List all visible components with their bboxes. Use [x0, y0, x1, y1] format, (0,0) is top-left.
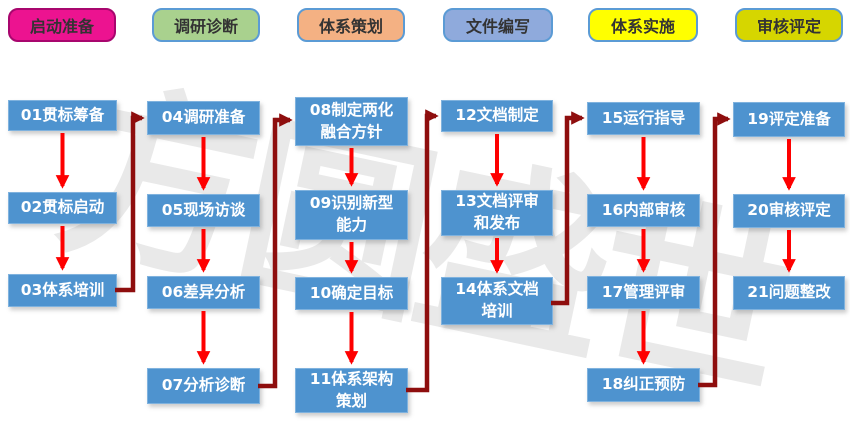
stage-header-planning: 体系策划	[297, 8, 405, 42]
stage-header-assessment: 审核评定	[735, 8, 843, 42]
step-box-12: 12文档制定	[441, 100, 553, 132]
stage-header-startup: 启动准备	[8, 8, 116, 42]
step-box-01: 01贯标筹备	[8, 100, 117, 131]
step-box-08: 08制定两化 融合方针	[295, 97, 408, 146]
step-box-11: 11体系架构 策划	[295, 368, 408, 413]
step-box-14: 14体系文档 培训	[441, 277, 553, 325]
step-box-18: 18纠正预防	[587, 368, 700, 402]
stage-header-documentation: 文件编写	[443, 8, 553, 42]
step-box-06: 06差异分析	[147, 276, 260, 309]
step-box-21: 21问题整改	[733, 276, 845, 310]
step-box-19: 19评定准备	[733, 102, 845, 137]
stage-header-implementation: 体系实施	[588, 8, 698, 42]
step-box-13: 13文档评审 和发布	[441, 190, 553, 236]
step-box-16: 16内部审核	[587, 194, 700, 227]
step-box-10: 10确定目标	[295, 277, 408, 310]
stage-header-research: 调研诊断	[152, 8, 260, 42]
step-box-02: 02贯标启动	[8, 192, 117, 224]
step-box-04: 04调研准备	[147, 101, 260, 135]
step-box-20: 20审核评定	[733, 194, 845, 228]
step-box-05: 05现场访谈	[147, 194, 260, 227]
step-box-09: 09识别新型 能力	[295, 190, 408, 240]
step-box-15: 15运行指导	[587, 102, 700, 135]
step-box-17: 17管理评审	[587, 276, 700, 309]
step-box-03: 03体系培训	[8, 274, 117, 307]
step-box-07: 07分析诊断	[147, 368, 260, 404]
